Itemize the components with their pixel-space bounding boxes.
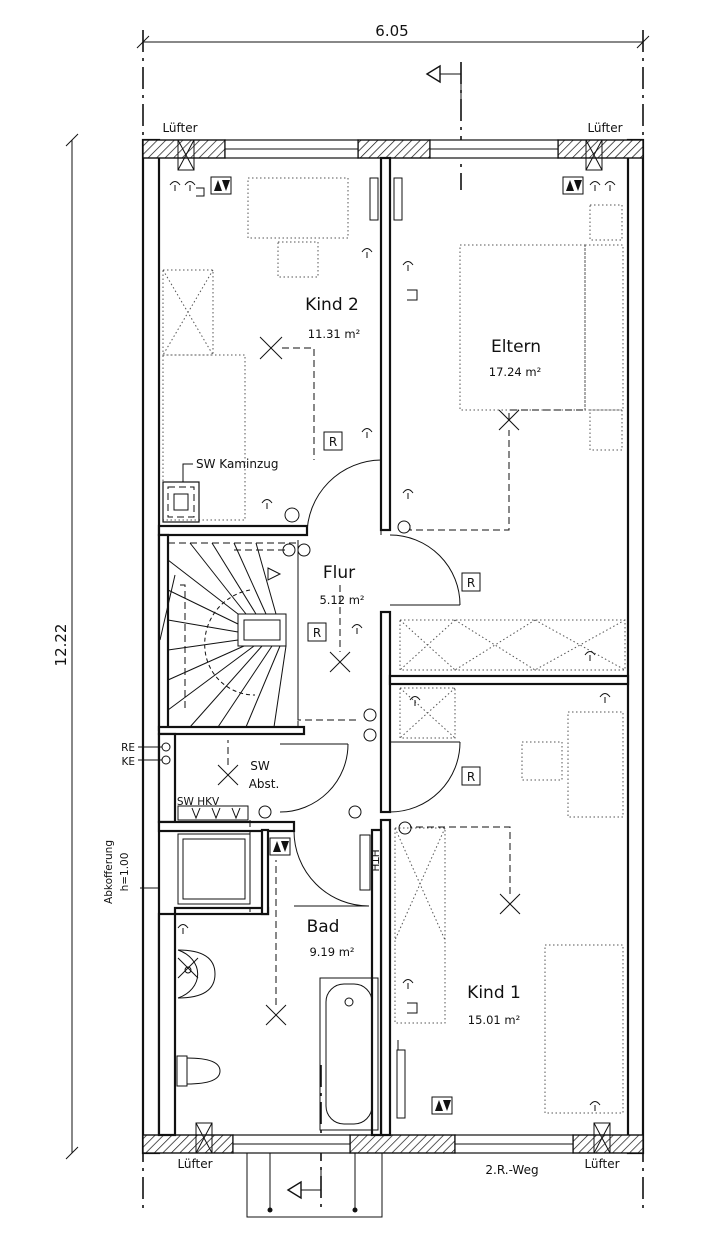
room-name-flur: Flur xyxy=(323,563,355,583)
hth-label: HTH. xyxy=(368,849,380,874)
room-eltern: Eltern 17.24 m² xyxy=(489,337,541,379)
width-label: 6.05 xyxy=(375,22,408,40)
room-flur: Flur 5.12 m² xyxy=(319,563,364,607)
room-area-kind2: 11.31 m² xyxy=(308,327,360,341)
abst-label: Abst. xyxy=(249,777,280,791)
section-marker-top xyxy=(425,62,462,190)
furniture xyxy=(162,177,626,1114)
room-area-bad: 9.19 m² xyxy=(309,945,354,959)
room-area-flur: 5.12 m² xyxy=(319,593,364,607)
svg-text:R: R xyxy=(467,576,475,590)
svg-text:R: R xyxy=(467,770,475,784)
svg-text:R: R xyxy=(329,435,337,449)
radiators xyxy=(369,177,406,1119)
abkofferung-label: Abkofferung xyxy=(103,840,115,904)
room-area-eltern: 17.24 m² xyxy=(489,365,541,379)
kaminzug-label: SW Kaminzug xyxy=(196,457,278,471)
room-name-bad: Bad xyxy=(307,917,340,937)
room-bad: Bad 9.19 m² xyxy=(307,917,355,959)
room-name-kind1: Kind 1 xyxy=(467,983,521,1003)
tv-socket-icons xyxy=(210,176,584,1115)
pipes xyxy=(138,742,249,889)
room-name-kind2: Kind 2 xyxy=(305,295,359,315)
sw-hkv-label: SW HKV xyxy=(177,796,220,808)
rettungsweg-label: 2.R.-Weg xyxy=(485,1163,538,1177)
luefter-label-top-right: Lüfter xyxy=(587,121,622,135)
abkofferung-height-label: h=1.00 xyxy=(119,853,131,892)
luefter-label-bottom-left: Lüfter xyxy=(177,1157,212,1171)
re-label: RE xyxy=(121,742,135,754)
switches xyxy=(258,507,412,835)
svg-text:R: R xyxy=(313,626,321,640)
staircase xyxy=(159,542,299,728)
bath-fixtures xyxy=(176,833,379,1131)
ke-label: KE xyxy=(121,756,135,768)
room-name-eltern: Eltern xyxy=(491,337,541,357)
socket-icons xyxy=(169,181,616,1111)
dimension-width: 6.05 xyxy=(136,22,650,1210)
annotations: Lüfter Lüfter Lüfter Lüfter SW Kaminzug … xyxy=(103,121,623,1177)
dimension-height: 12.22 xyxy=(52,133,79,1160)
room-area-kind1: 15.01 m² xyxy=(468,1013,520,1027)
ceiling-lights xyxy=(177,336,521,1026)
height-label: 12.22 xyxy=(52,624,70,667)
doors xyxy=(279,459,461,907)
radiator-labels: R R R R xyxy=(307,431,481,786)
luefter-label-bottom-right: Lüfter xyxy=(584,1157,619,1171)
luefter-label-top-left: Lüfter xyxy=(162,121,197,135)
room-kind1: Kind 1 15.01 m² xyxy=(467,983,521,1027)
sw-label: SW xyxy=(250,759,270,773)
section-marker-bottom xyxy=(286,1065,322,1210)
room-kind2: Kind 2 11.31 m² xyxy=(305,295,360,341)
outer-walls xyxy=(141,138,645,1218)
interior-walls xyxy=(157,156,630,1137)
